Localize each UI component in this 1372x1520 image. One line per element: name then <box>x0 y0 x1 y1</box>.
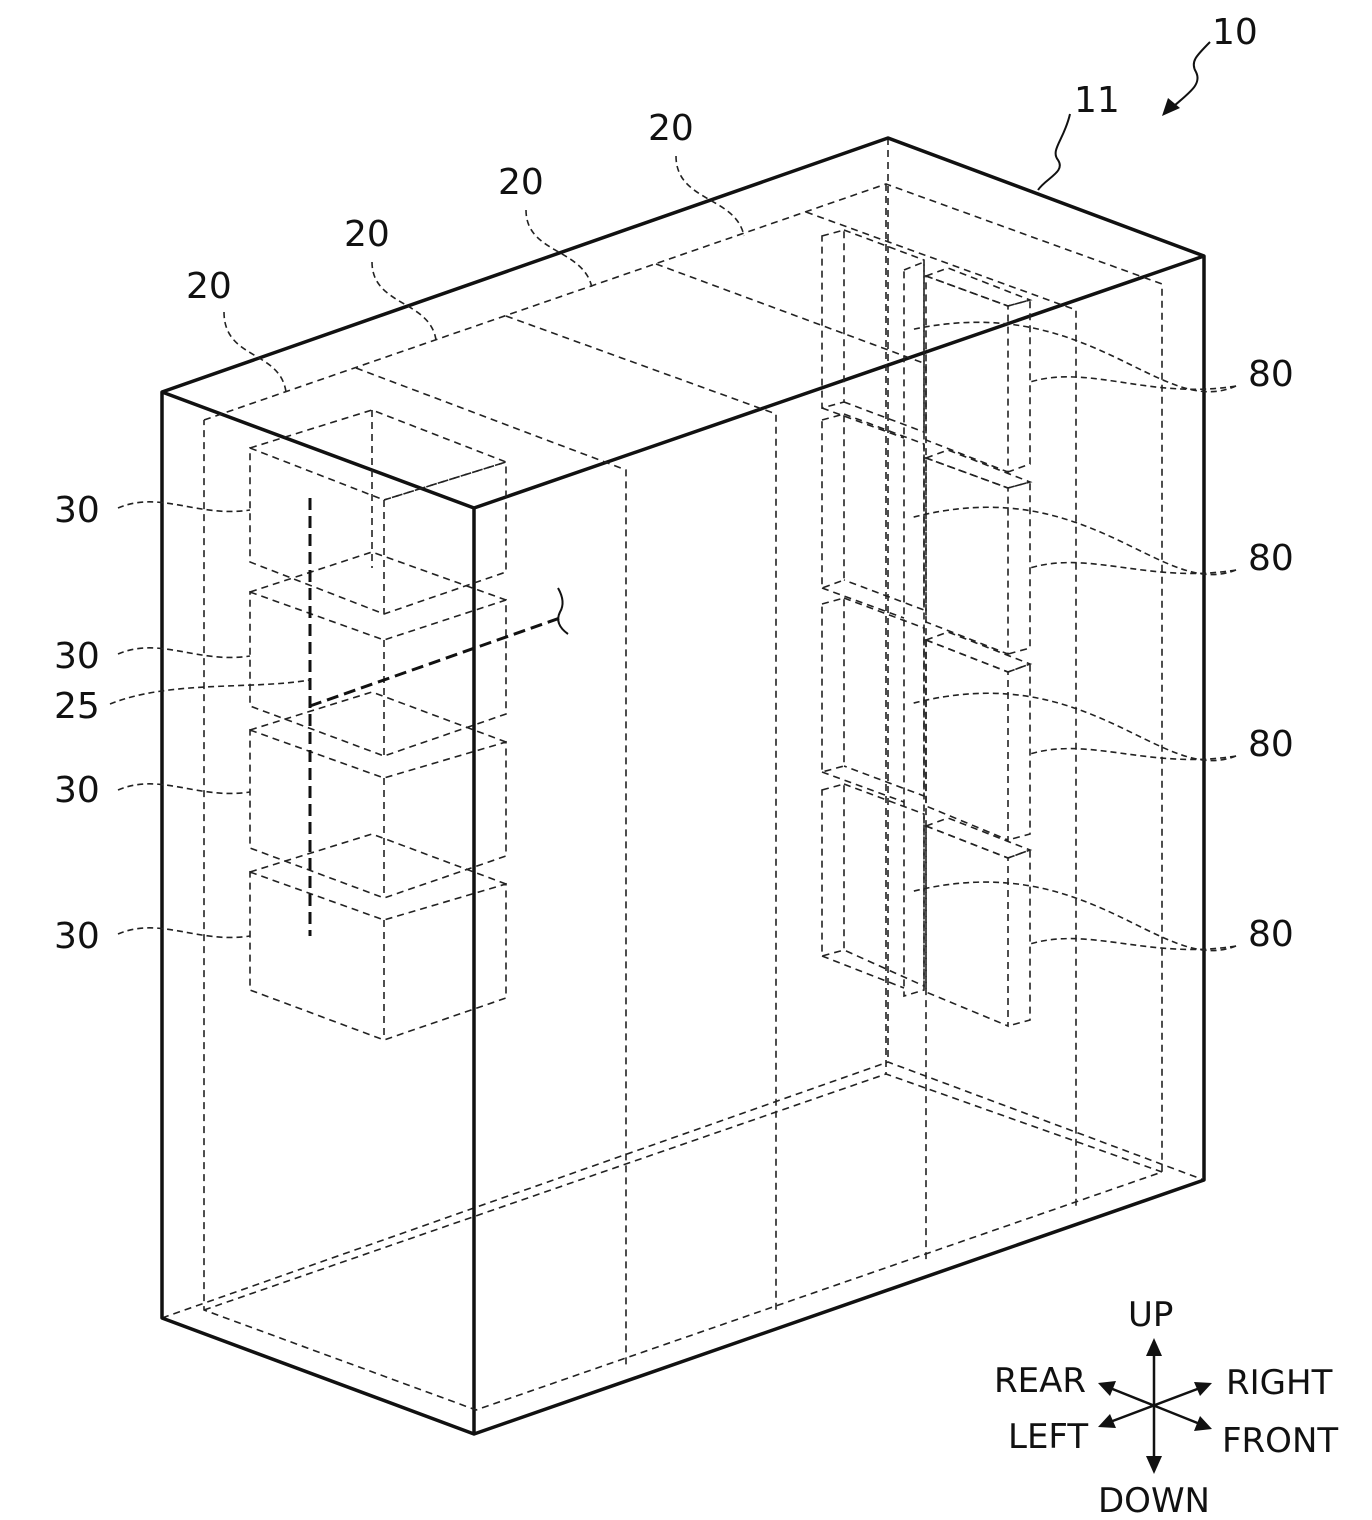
direction-front: FRONT <box>1222 1421 1338 1461</box>
direction-down: DOWN <box>1098 1481 1210 1520</box>
direction-right: RIGHT <box>1226 1363 1333 1403</box>
label-80-b: 80 <box>1248 538 1294 579</box>
leader-10 <box>1162 42 1210 116</box>
leader-11 <box>1038 114 1070 190</box>
leader-lines <box>110 156 1236 951</box>
label-20-c: 20 <box>498 162 544 203</box>
inner-liner <box>204 184 1162 1410</box>
direction-indicator <box>1098 1338 1212 1474</box>
label-80-d: 80 <box>1248 914 1294 955</box>
direction-left: LEFT <box>1008 1417 1088 1457</box>
label-30-a: 30 <box>54 490 100 531</box>
direction-rear: REAR <box>994 1361 1086 1401</box>
partitions <box>356 212 1076 1366</box>
label-20-a: 20 <box>186 266 232 307</box>
label-30-c: 30 <box>54 770 100 811</box>
label-20-d: 20 <box>648 108 694 149</box>
label-25: 25 <box>54 686 100 727</box>
label-80-c: 80 <box>1248 724 1294 765</box>
label-20-b: 20 <box>344 214 390 255</box>
direction-up: UP <box>1128 1295 1173 1335</box>
shaft-25 <box>310 498 568 936</box>
label-80-a: 80 <box>1248 354 1294 395</box>
label-30-b: 30 <box>54 636 100 677</box>
label-10: 10 <box>1212 12 1258 53</box>
label-11: 11 <box>1074 80 1120 121</box>
label-30-d: 30 <box>54 916 100 957</box>
housing-box <box>162 138 1204 1434</box>
